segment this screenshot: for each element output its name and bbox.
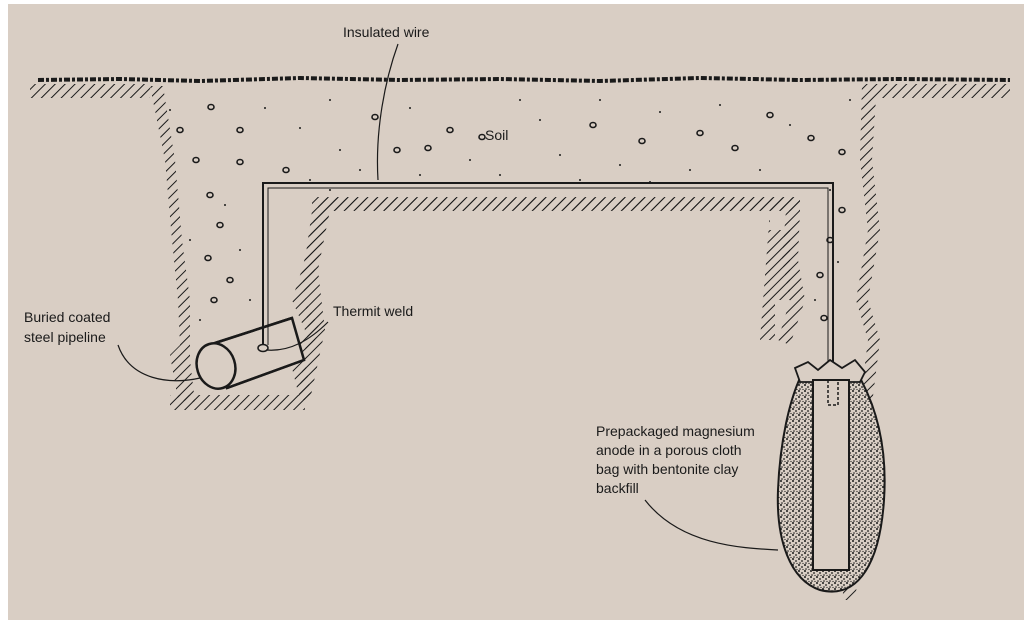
insulated-wire-inner [268, 188, 828, 365]
label-buried-pipeline: Buried coated steel pipeline [24, 309, 114, 345]
anode-bag-tie [795, 360, 865, 382]
magnesium-anode [813, 380, 849, 570]
label-soil: Soil [485, 127, 508, 143]
label-thermit-weld: Thermit weld [333, 303, 413, 319]
leader-insulated-wire [377, 44, 398, 180]
hatched-earth-center-top [318, 198, 800, 210]
label-insulated-wire: Insulated wire [343, 24, 430, 40]
leader-anode [645, 500, 778, 550]
soil-pebbles [177, 105, 845, 321]
hatched-earth-left-strip [30, 84, 150, 98]
ground-surface-line [38, 78, 1010, 81]
label-anode: Prepackaged magnesium anode in a porous … [596, 423, 759, 496]
hatched-earth-center [290, 197, 800, 400]
hatched-trench-floor-left [170, 395, 305, 410]
